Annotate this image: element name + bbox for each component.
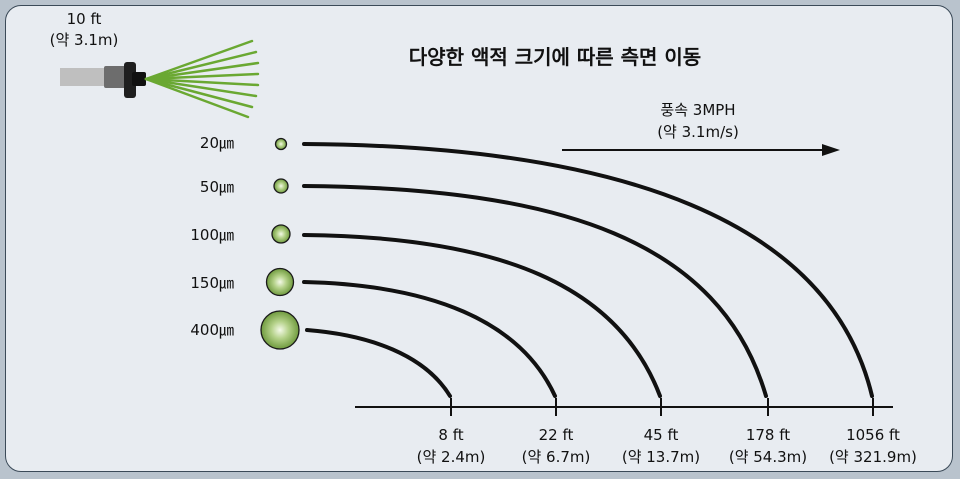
spray-icon [144,39,260,119]
wind-speed-metric: (약 3.1m/s) [657,123,739,141]
droplet-400um-icon [260,310,300,350]
droplet-50um-icon [273,178,289,194]
distance-m-20um: (약 321.9m) [829,448,917,466]
nozzle-height-ft: 10 ft [67,10,102,28]
droplet-20um-icon [274,137,288,151]
axis-ticks [450,398,874,416]
trajectory-50um [302,184,768,398]
droplet-label-50um: 50㎛ [200,178,234,196]
droplet-label-100um: 100㎛ [190,226,234,244]
wind-speed-label: 풍속 3MPH [660,101,735,119]
diagram-title: 다양한 액적 크기에 따른 측면 이동 [409,45,701,69]
droplet-label-20um: 20㎛ [200,134,234,152]
distance-ft-400um: 8 ft [438,426,463,444]
distance-m-100um: (약 13.7m) [622,448,700,466]
distance-m-150um: (약 6.7m) [522,448,591,466]
distance-m-400um: (약 2.4m) [417,448,486,466]
distance-ft-50um: 178 ft [746,426,790,444]
nozzle-icon [60,39,260,119]
trajectory-20um [302,142,874,398]
distance-ft-150um: 22 ft [539,426,574,444]
trajectory-400um [305,328,452,398]
droplet-label-150um: 150㎛ [190,274,234,292]
nozzle-height-m: (약 3.1m) [50,31,119,49]
trajectory-100um [302,233,662,398]
wind-arrow-icon [562,144,840,156]
droplet-150um-icon [265,267,295,297]
droplet-label-400um: 400㎛ [190,321,234,339]
distance-ft-20um: 1056 ft [846,426,900,444]
distance-m-50um: (약 54.3m) [729,448,807,466]
trajectory-150um [302,280,557,398]
distance-ft-100um: 45 ft [644,426,679,444]
droplet-100um-icon [271,224,291,244]
